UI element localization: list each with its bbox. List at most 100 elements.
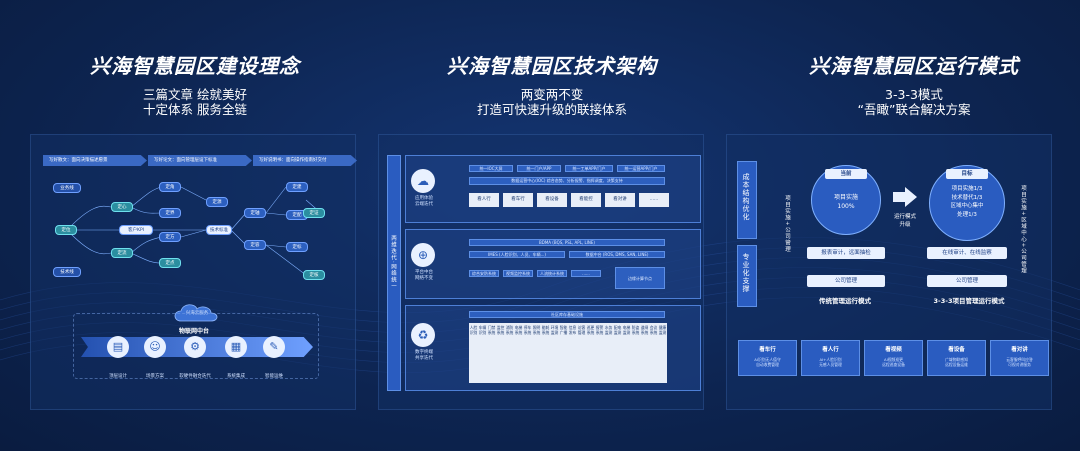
card-vehicle-title: 看车行 — [759, 347, 776, 353]
card-video-body: AI视频巡更 远程巡查设备 — [882, 357, 905, 367]
terminal-cell: 门禁系统 — [487, 323, 496, 383]
vertical-bar-left — [387, 155, 401, 391]
app-layer-label: 应用体验 云端迭代 — [415, 196, 433, 207]
terminal-cell: 水务监测 — [604, 323, 613, 383]
node-tech-standard: 技术标准 — [206, 225, 232, 235]
current-audit: 报表审计，远面抽检 — [807, 247, 885, 259]
terminal-cell: 停车系统 — [523, 323, 532, 383]
app-box-device: 看设备 — [537, 193, 567, 207]
system-icon: ▦ — [225, 336, 247, 358]
section-title-operation: 兴海智慧园区运行模式 — [809, 54, 1019, 78]
architecture-panel: 两维迭代·网络统一 ☁ 应用体验 云端迭代 ⊕ 平台中台 网络不变 ♻ 数字终端… — [378, 134, 704, 410]
arrow-right-icon — [893, 187, 917, 207]
bottom-label-ops: 智能运维 — [265, 374, 283, 379]
wrench-icon: ✎ — [263, 336, 285, 358]
cloud-loop-icon: ☁ — [411, 169, 435, 193]
right-vertical-caption: 项目实施+区域中心+公司管理 — [1020, 185, 1026, 275]
target-line-1: 项目实施1/3 — [951, 186, 983, 192]
node-dingjian: 定建 — [286, 182, 308, 192]
banner-essay: 写好散文：面向决策描述愿景 — [43, 155, 147, 166]
iot-platform-label: 物联网中台 — [178, 328, 209, 335]
upgrade-label: 运行模式 升级 — [893, 214, 916, 228]
target-header: 目标 — [946, 169, 988, 179]
terminal-cell: 巡更系统 — [586, 323, 595, 383]
app-box-energy: 看能控 — [571, 193, 601, 207]
design-icon: ▤ — [107, 336, 129, 358]
terminal-cell: 信息发布 — [568, 323, 577, 383]
terminal-cell: 报警系统 — [595, 323, 604, 383]
terminal-cell: 人脸识别 — [469, 323, 478, 383]
section-sub1-architecture: 两变两不变 — [520, 87, 584, 102]
node-dingzhen: 定证 — [303, 208, 325, 218]
section-sub1-concept: 三篇文章 绘就美好 — [143, 87, 247, 102]
section-sub2-operation: “吾瞰”联合解决方案 — [857, 102, 971, 117]
bar-ioc-center: 数据运营中心(IOC) 综合态势、分析报警、指挥调度、决策支持 — [469, 177, 665, 185]
app-box-people: 看人行 — [469, 193, 499, 207]
card-vehicle: 看车行 AI识别无人值守 自动收费管理 — [738, 340, 797, 376]
node-dingliu: 定流 — [111, 248, 133, 258]
app-box-more: ...... — [639, 193, 669, 207]
bar-infra-head: 社区库存基础设施 — [469, 311, 665, 318]
card-device: 看设备广域物联感知 远程设备运维 — [927, 340, 986, 376]
bar-bdma: BDMA (BQS, PSL, APL, LINE) — [469, 239, 665, 246]
recycle-icon: ♻ — [411, 323, 435, 347]
platform-frame — [73, 313, 319, 379]
bar-more: ...... — [571, 270, 601, 277]
support-label: 专业化支撑 — [742, 253, 750, 293]
target-audit: 在线审计、在线监察 — [927, 247, 1007, 259]
bar-workorder-app: 统一工单APP/门户 — [565, 165, 613, 172]
target-line-4: 处理1/3 — [957, 211, 977, 218]
bar-ops-app: 统一运营APP/门户 — [617, 165, 665, 172]
bar-ioc-screen: 统一IOC大屏 — [469, 165, 513, 172]
section-title-architecture: 兴海智慧园区技术架构 — [447, 54, 657, 78]
bottom-label-iteration: 软硬件融合迭代 — [179, 374, 211, 379]
target-line-2: 技术替代1/3 — [951, 194, 983, 201]
card-intercom-title: 看对讲 — [1011, 347, 1028, 353]
terminal-layer-label: 数字终端 共享迭代 — [415, 350, 433, 361]
cost-bar — [737, 161, 757, 239]
bar-flow: 人流统计系统 — [537, 270, 567, 277]
platform-layer-label: 平台中台 网络不变 — [415, 270, 433, 281]
banner-manual: 写好说明书：面向操作指南好交付 — [253, 155, 357, 166]
bottom-label-scenario: 场景方案 — [146, 374, 164, 379]
card-vehicle-body: AI识别无人值守 自动收费管理 — [754, 357, 781, 367]
terminal-cell: 车辆识别 — [478, 323, 487, 383]
node-dingjiao: 定角 — [159, 182, 181, 192]
terminal-cell: 配电监测 — [613, 323, 622, 383]
current-company: 公司管理 — [807, 275, 885, 287]
terminal-cell: 道闸系统 — [640, 323, 649, 383]
bar-edge: 边缘计算节点 — [615, 267, 665, 289]
target-body: 项目实施1/3 技术替代1/3 区域中心集中 处理1/3 — [929, 185, 1005, 219]
card-device-title: 看设备 — [948, 347, 965, 353]
section-sub2-concept: 十定体系 服务全链 — [143, 102, 247, 117]
terminal-cell: 能耗系统 — [541, 323, 550, 383]
card-intercom-body: 云客服呼叫应答 可视对讲服务 — [1006, 357, 1033, 367]
current-header: 当前 — [825, 169, 867, 179]
app-box-vehicle: 看车行 — [503, 193, 533, 207]
bottom-label-design: 顶层设计 — [109, 374, 127, 379]
node-dinghe: 定核 — [303, 270, 325, 280]
card-device-body: 广域物联感知 远程设备运维 — [945, 357, 968, 367]
terminal-cell: 电梯监测 — [622, 323, 631, 383]
side-business-line: 业务线 — [53, 183, 81, 193]
section-sub2-architecture: 打造可快速升级的联接体系 — [476, 102, 627, 117]
target-line-3: 区域中心集中 — [950, 203, 984, 209]
target-company: 公司管理 — [927, 275, 1007, 287]
left-vertical-caption: 项目实施+公司管理 — [784, 195, 790, 253]
network-icon: ⊕ — [411, 243, 435, 267]
bar-video: 视频监控系统 — [503, 270, 533, 277]
node-customer-kpi: 客户KPI — [119, 225, 153, 235]
bar-security: 综合安防系统 — [469, 270, 499, 277]
node-dingdian: 定点 — [159, 258, 181, 268]
bar-portal-app: 统一门户/APP — [517, 165, 561, 172]
terminal-cell: 会议系统 — [649, 323, 658, 383]
terminal-cell: 监控系统 — [496, 323, 505, 383]
vertical-label-left: 两维迭代·网络统一 — [390, 235, 396, 290]
node-dingjie: 定界 — [159, 208, 181, 218]
terminal-cell: 照明系统 — [532, 323, 541, 383]
node-dingxin: 定心 — [111, 202, 133, 212]
card-intercom: 看对讲云客服呼叫应答 可视对讲服务 — [990, 340, 1049, 376]
app-box-intercom: 看对讲 — [605, 193, 635, 207]
